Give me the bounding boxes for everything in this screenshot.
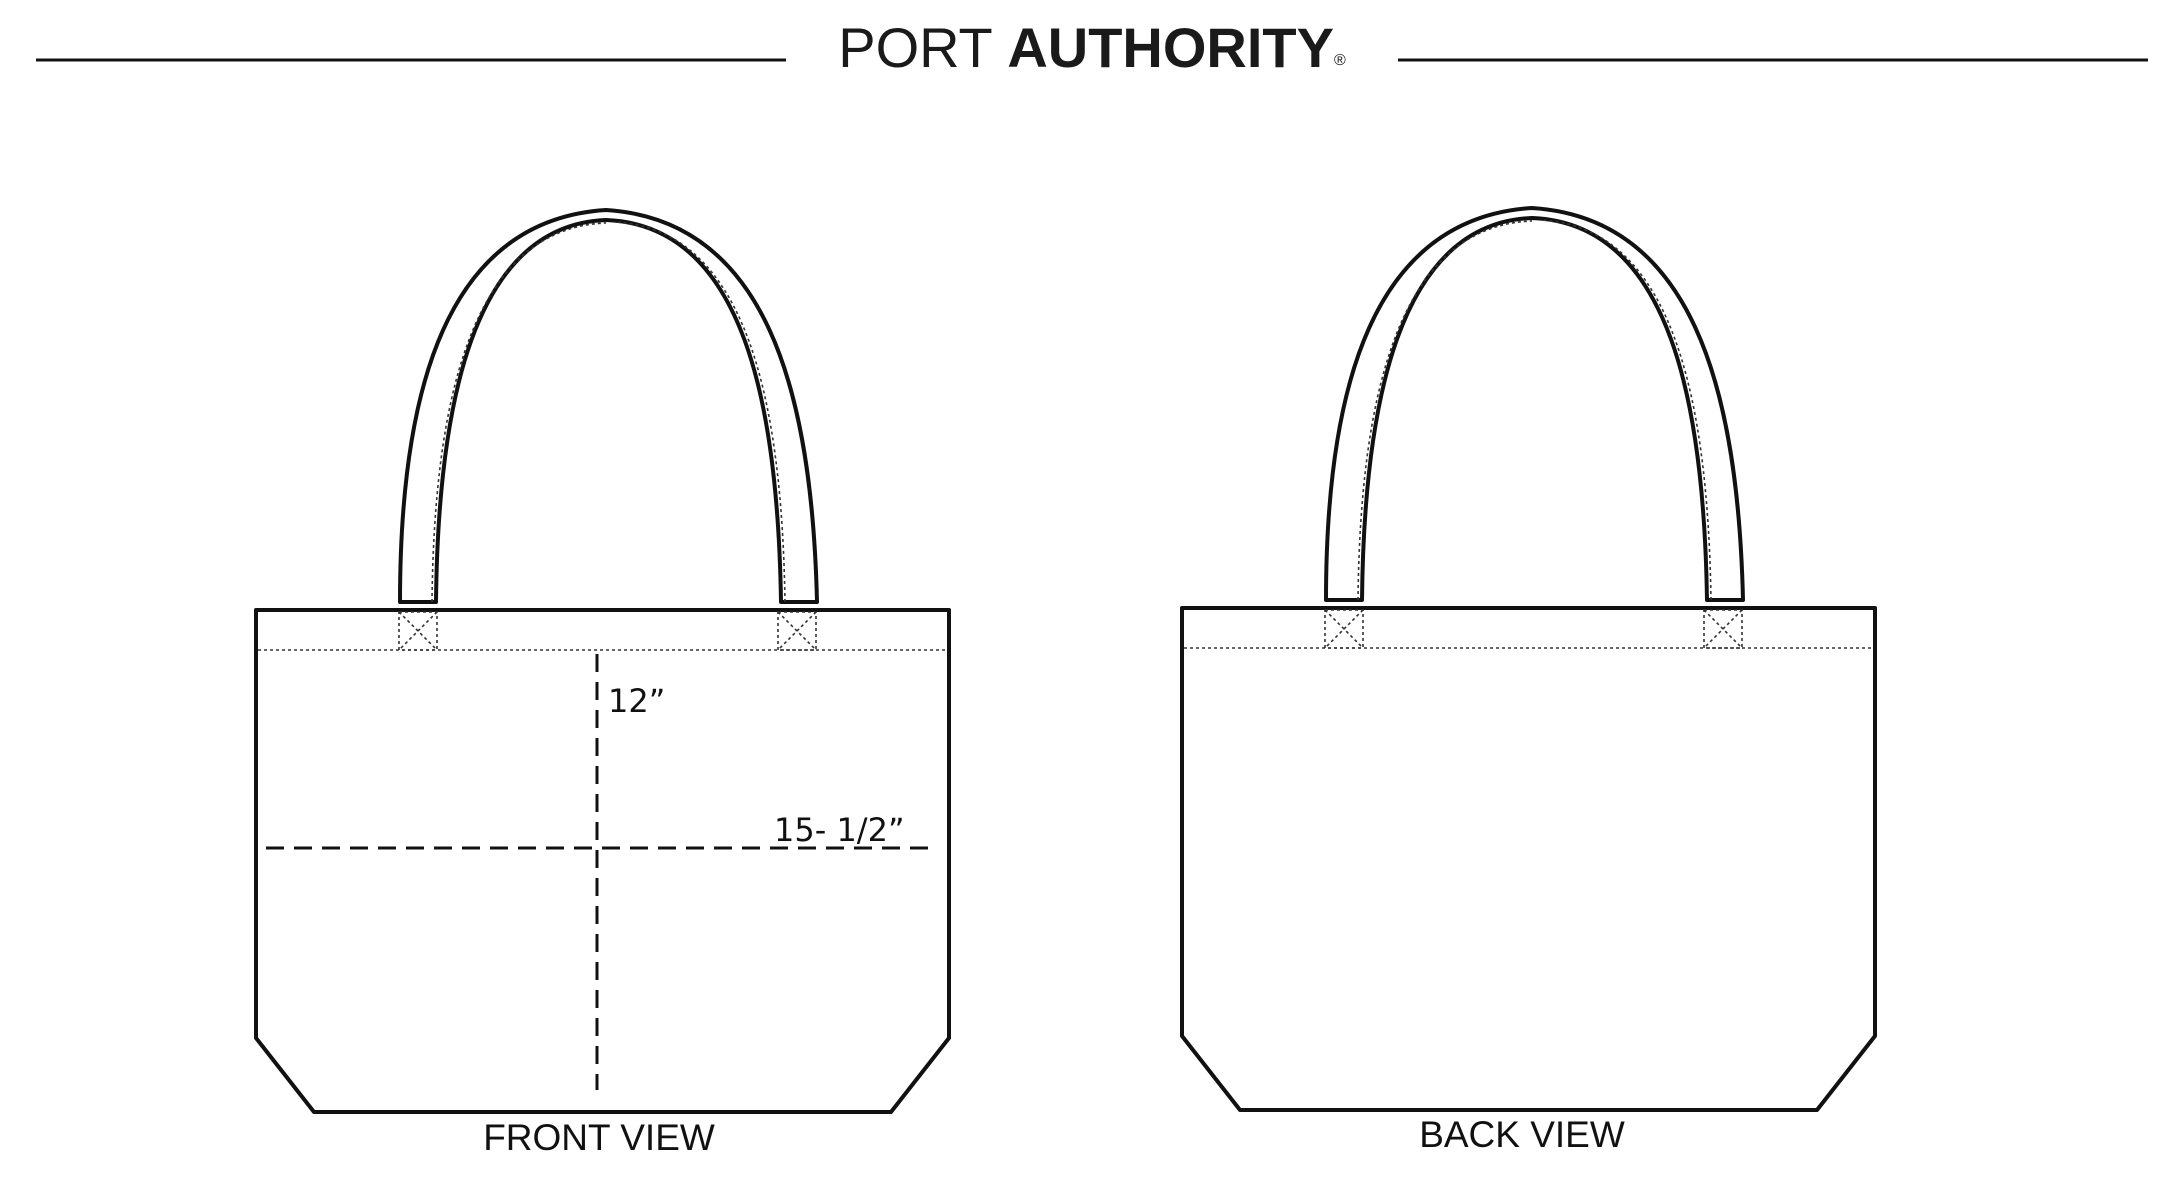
height-dimension-label: 12”: [608, 682, 665, 720]
brand-name-bold: AUTHORITY: [1007, 16, 1334, 79]
width-dimension-label: 15- 1/2”: [774, 811, 905, 849]
front-tote-outline: [254, 208, 951, 1114]
brand-name-light: PORT: [838, 16, 992, 79]
front-view-bag: 12” 15- 1/2”: [254, 208, 951, 1114]
brand-logo: PORT AUTHORITY®: [838, 16, 1346, 79]
front-view-label: FRONT VIEW: [483, 1117, 715, 1158]
back-tote-outline: [1180, 206, 1877, 1112]
registered-mark: ®: [1334, 52, 1346, 69]
back-view-label: BACK VIEW: [1419, 1114, 1625, 1155]
header: PORT AUTHORITY®: [36, 16, 2148, 79]
back-view-bag: [1180, 206, 1877, 1112]
